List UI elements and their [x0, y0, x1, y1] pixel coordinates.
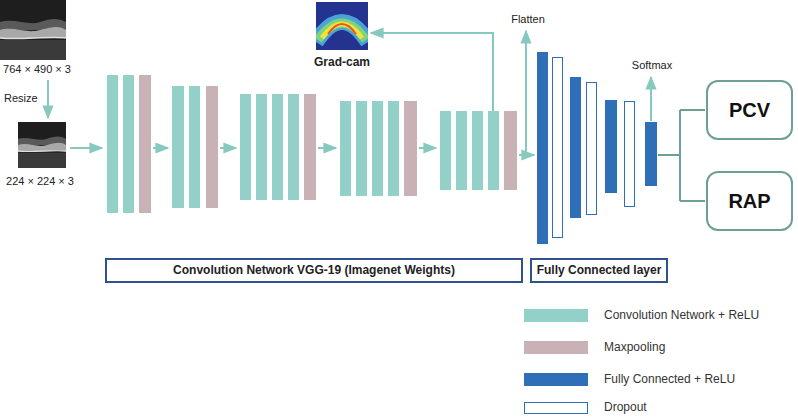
maxpool-layer [206, 86, 218, 208]
conv-layer [256, 94, 267, 200]
legend-swatch [524, 402, 588, 414]
dimension-label: 224 × 224 × 3 [6, 175, 74, 188]
oct-layer [18, 150, 66, 152]
heatmap-zone [322, 24, 362, 38]
legend-swatch [524, 373, 588, 386]
legend-text: Maxpooling [604, 341, 665, 355]
oct-image [18, 122, 66, 168]
conv-layer [472, 111, 483, 190]
fc-layer [570, 77, 581, 218]
resize-arrow [47, 80, 49, 118]
oct-layer [0, 27, 66, 39]
class-box: PCV [706, 80, 793, 140]
maxpool-layer [404, 101, 417, 196]
gradcam-arrow [371, 33, 493, 111]
heatmap-background [316, 2, 368, 50]
flow-arrow [419, 147, 436, 149]
image-title: Grad-cam [314, 56, 370, 70]
fc-layer [645, 122, 657, 186]
fc-layer [605, 100, 617, 193]
oct-choroid [0, 40, 66, 60]
legend-text: Fully Connected + ReLU [604, 373, 735, 387]
dimension-label: 764 × 490 × 3 [3, 63, 71, 76]
conv-layer [123, 75, 134, 213]
oct-layer [18, 143, 66, 152]
heatmap-zone [318, 23, 366, 40]
conv-layer [356, 101, 367, 196]
conv-layer [189, 86, 200, 208]
conv-layer [272, 94, 283, 200]
legend-swatch [524, 341, 588, 354]
softmax-arrow [650, 77, 652, 121]
node-text: Fully Connected layer [537, 264, 662, 278]
conv-layer [240, 94, 251, 200]
oct-background [0, 0, 66, 60]
oct-choroid [18, 153, 66, 168]
fc-layer [537, 52, 548, 244]
conv-layer [440, 111, 451, 190]
dropout-layer [625, 102, 635, 207]
legend-swatch [524, 309, 588, 322]
dropout-layer [553, 58, 563, 238]
flow-arrow [220, 147, 236, 149]
flow-arrow [70, 147, 102, 149]
conv-layer [172, 86, 184, 208]
legend-text: Convolution Network + ReLU [604, 309, 759, 323]
flatten-arrow [525, 31, 527, 155]
flow-arrow [318, 147, 336, 149]
conv-layer [340, 101, 351, 196]
node-text: Convolution Network VGG-19 (Imagenet Wei… [173, 264, 455, 278]
conv-layer [288, 94, 299, 200]
maxpool-layer [139, 75, 151, 213]
maxpool-layer [504, 111, 517, 190]
oct-layer [0, 37, 66, 38]
output-bracket [658, 110, 705, 201]
node-text: RAP [728, 190, 770, 213]
node-text: PCV [729, 99, 770, 122]
legend-text: Dropout [604, 401, 647, 415]
conv-layer [372, 101, 383, 196]
output-label: Softmax [632, 59, 672, 72]
conv-layer [107, 75, 118, 213]
heatmap-zone [328, 24, 356, 34]
gradcam-image [316, 2, 368, 50]
oct-image [0, 0, 66, 60]
conv-layer [456, 111, 467, 190]
output-label: Flatten [511, 13, 545, 26]
conv-layer [488, 111, 499, 190]
class-box: RAP [706, 171, 793, 231]
section-box: Fully Connected layer [530, 258, 669, 283]
oct-background [18, 122, 66, 168]
step-label: Resize [4, 92, 38, 105]
oct-image-resized [18, 122, 66, 168]
section-box: Convolution Network VGG-19 (Imagenet Wei… [105, 258, 523, 283]
flow-arrow [153, 147, 168, 149]
maxpool-layer [304, 94, 316, 200]
conv-layer [388, 101, 399, 196]
dropout-layer [587, 83, 597, 215]
heatmap-zone [316, 22, 368, 42]
